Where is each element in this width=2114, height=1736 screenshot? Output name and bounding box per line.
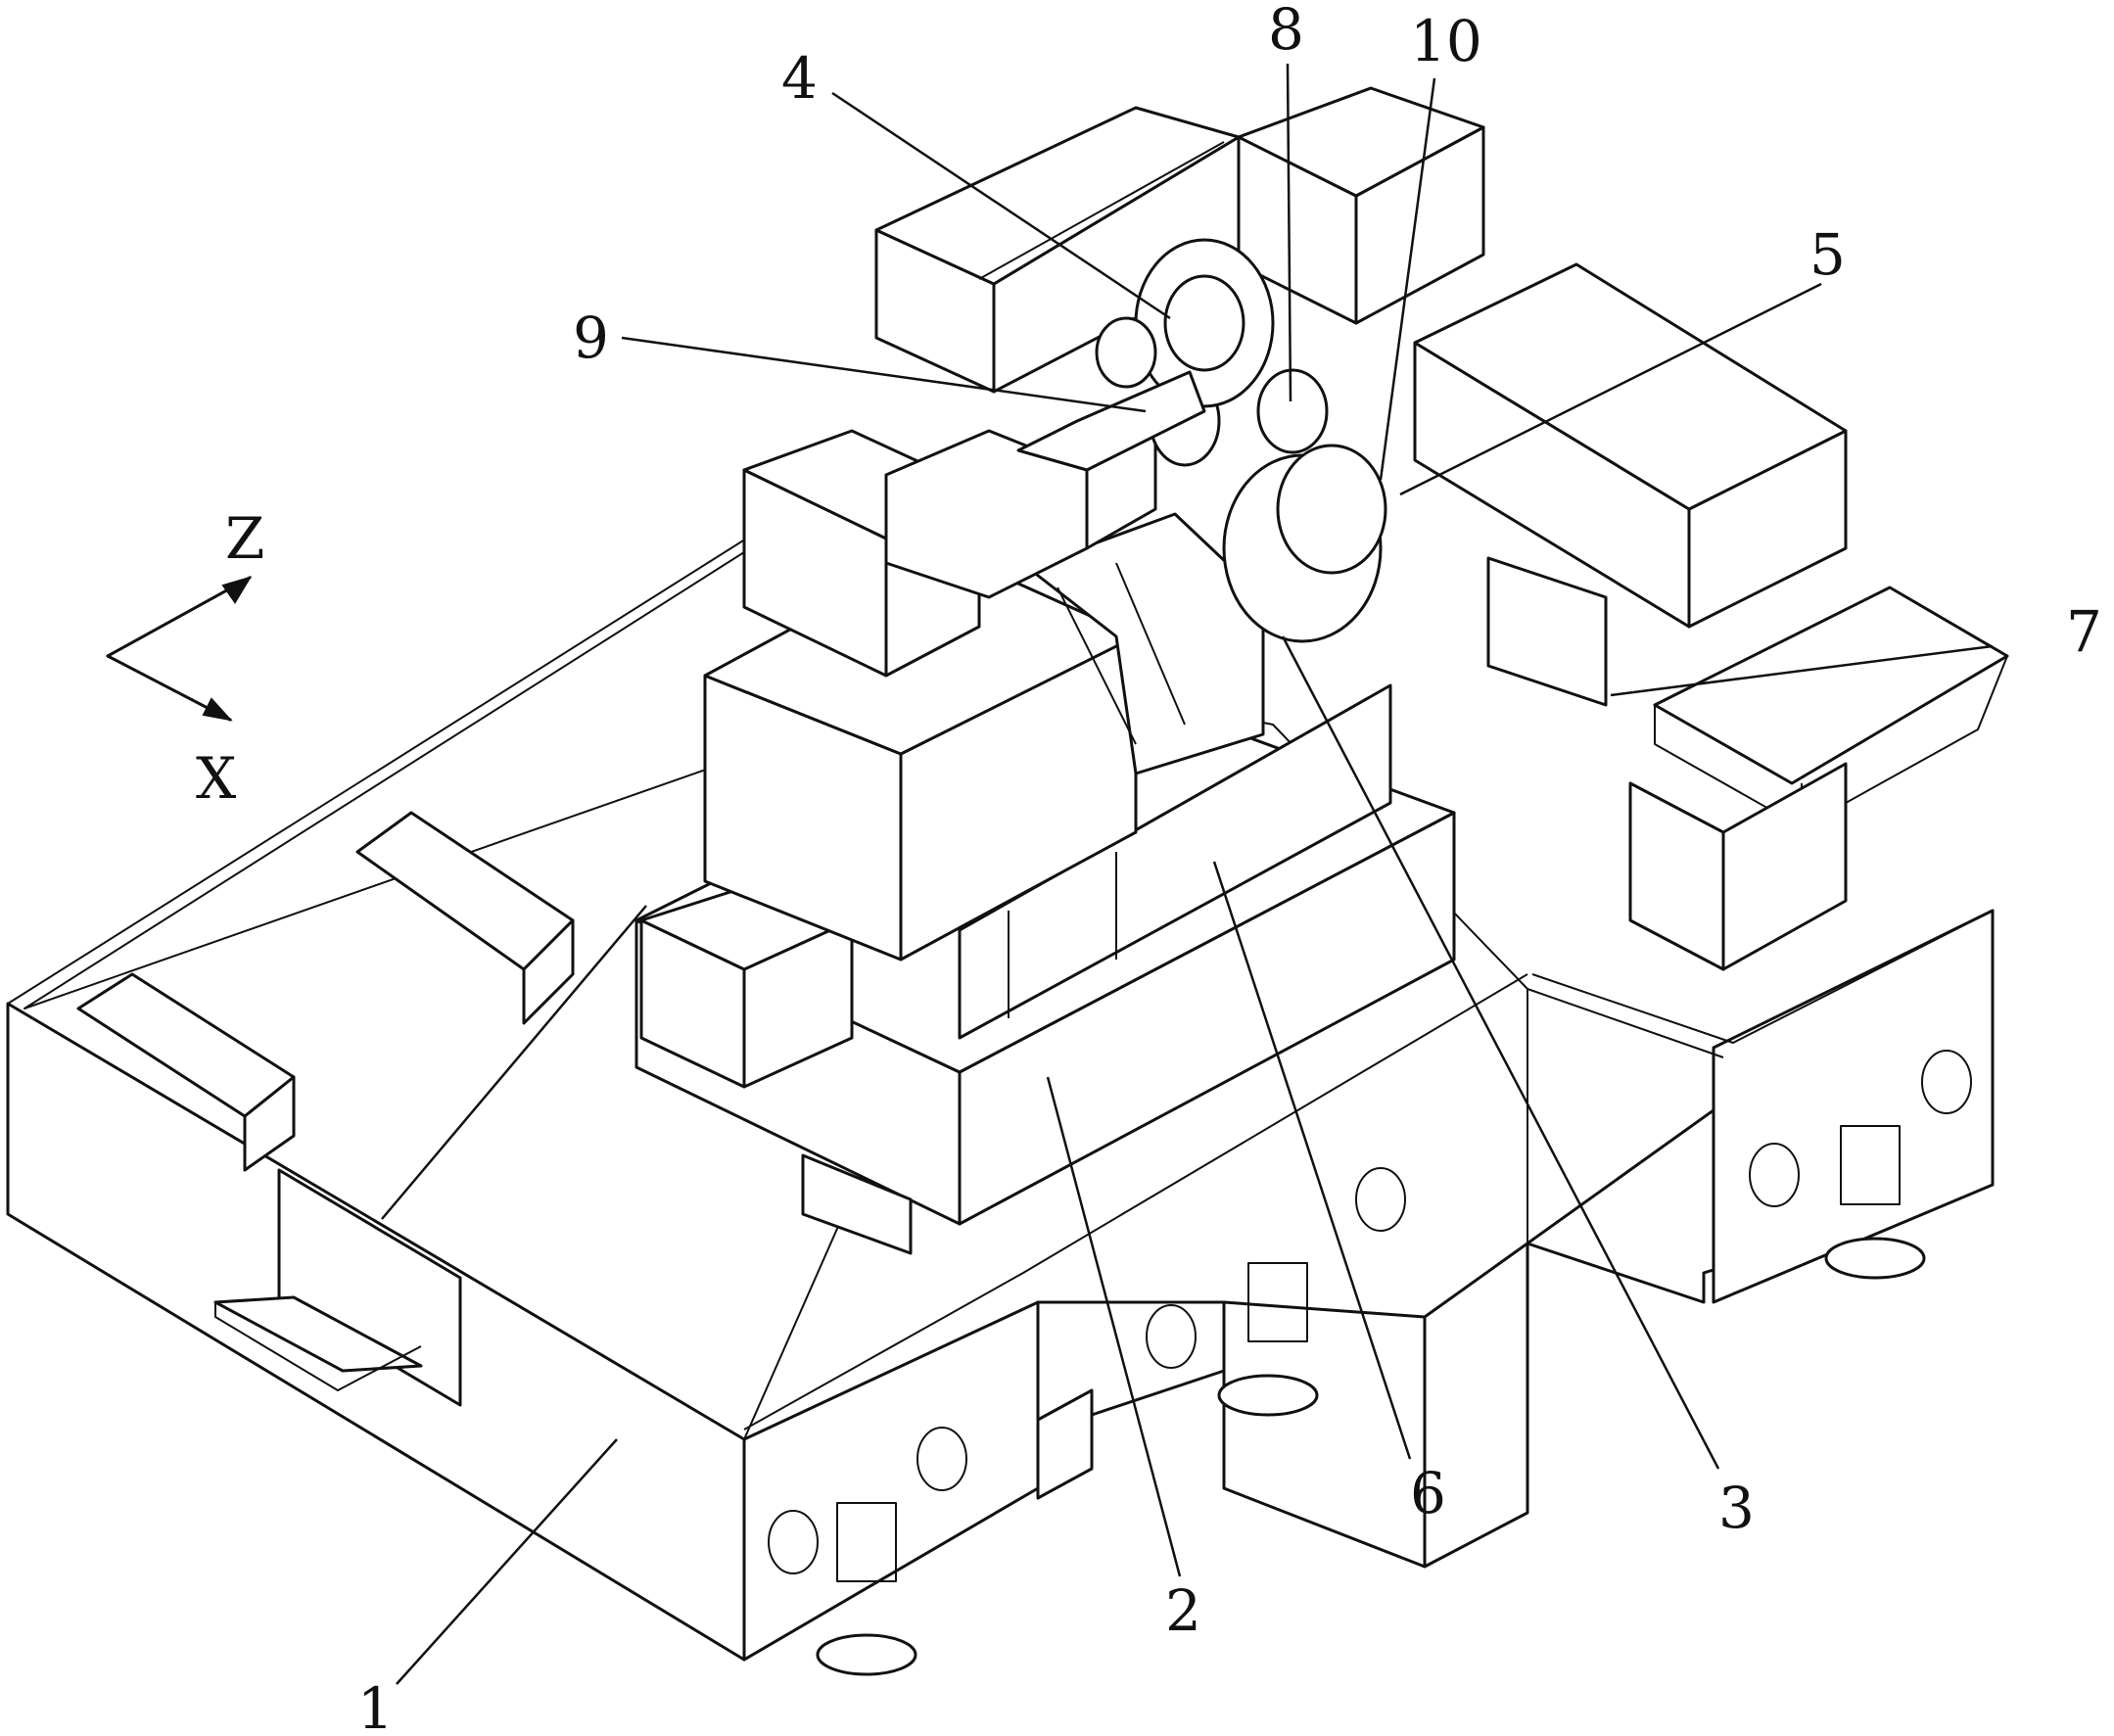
callout-8: 8: [1268, 0, 1304, 63]
callout-9: 9: [573, 305, 609, 371]
callout-4: 4: [781, 45, 818, 112]
rear-headstock: [874, 86, 1485, 472]
left-headstock: [742, 375, 1221, 678]
callout-3: 3: [1718, 1475, 1755, 1541]
bed-blocks: [76, 811, 575, 1172]
callout-2: 2: [1165, 1577, 1201, 1644]
callout-7: 7: [2066, 598, 2102, 665]
x-way-cover: [958, 683, 1392, 1040]
callout-6: 6: [1410, 1460, 1446, 1526]
callout-5: 5: [1809, 221, 1846, 288]
callout-10: 10: [1410, 8, 1482, 74]
callout-1: 1: [357, 1675, 394, 1736]
right-tool-housing: [1413, 262, 1848, 707]
z-axis-label: Z: [225, 505, 264, 572]
callout-numbers: 1 2 3 4 5 6 7 8 9 10: [357, 0, 2102, 1736]
chip-tray: [213, 1168, 462, 1407]
chip-chute: [1628, 586, 2009, 971]
machine-bed: [6, 508, 1995, 1676]
turret: [1026, 444, 1387, 775]
axis-indicator: Z X: [106, 505, 264, 812]
x-axis-label: X: [196, 745, 237, 812]
leader-lines: [381, 63, 1994, 1685]
